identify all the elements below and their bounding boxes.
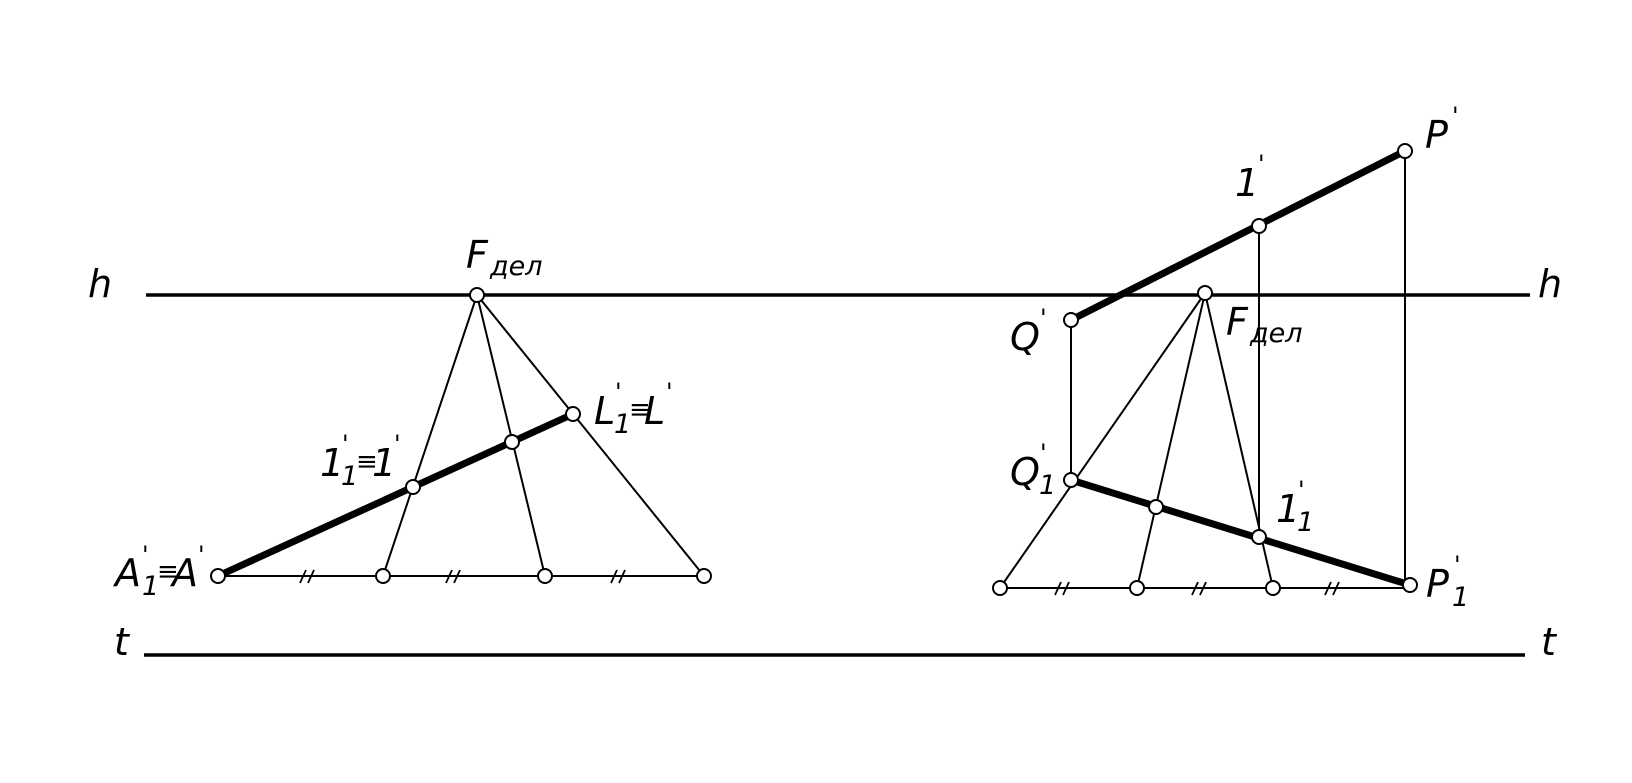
svg-text:': ' [394,430,401,458]
svg-text:': ' [1258,150,1265,178]
right-construction [999,147,1414,596]
label-F-del-right: F дел [1226,300,1303,349]
svg-text:L: L [594,389,615,433]
svg-text:1: 1 [320,441,344,485]
point-L [565,406,581,422]
svg-text:': ' [142,541,149,569]
point-mid-left [504,434,520,450]
right-tick-3 [1324,581,1340,596]
label-h-left: h [88,262,112,306]
right-ray-2 [1136,292,1206,589]
svg-text:Q: Q [1010,450,1040,494]
point-P [1397,143,1413,159]
label-h-right: h [1538,262,1562,306]
svg-text:': ' [1040,304,1047,332]
svg-text:': ' [1298,476,1305,504]
label-F-del-left: F дел [466,233,543,282]
label-t-right: t [1541,620,1558,664]
point-base-r1 [1129,580,1145,596]
point-base-3 [696,568,712,584]
svg-text:A: A [169,551,198,595]
svg-text:': ' [342,430,349,458]
point-A [210,568,226,584]
point-F-left [469,287,485,303]
point-Q [1063,312,1079,328]
svg-text:1: 1 [142,571,159,602]
left-points [210,287,712,584]
right-points [992,143,1418,596]
svg-text:': ' [198,541,205,569]
point-base-r2 [1265,580,1281,596]
label-1-prime-right: 1 ' [1235,150,1265,205]
svg-text:дел: дел [489,251,543,282]
svg-text:': ' [1452,102,1459,130]
label-A-equiv: A ' 1 ≡ A ' [112,541,205,602]
svg-text:1: 1 [614,409,631,440]
left-tick-1 [299,569,315,584]
label-Q-prime: Q ' [1010,304,1047,359]
svg-text:1: 1 [1235,161,1259,205]
label-1-equiv: 1 ' 1 ≡ 1 ' [320,430,401,492]
right-tick-2 [1191,581,1207,596]
label-L-equiv: L ' 1 ≡ L ' [594,378,673,440]
point-1-right [1251,218,1267,234]
point-mid-right [1148,499,1164,515]
left-ray-3 [476,294,705,577]
label-t-left: t [114,620,131,664]
svg-text:F: F [1226,300,1249,344]
svg-text:1: 1 [1276,487,1300,531]
svg-text:Q: Q [1010,315,1040,359]
svg-text:1: 1 [1297,507,1314,538]
svg-text:1: 1 [1039,470,1056,501]
right-segment-QP [1067,147,1409,324]
svg-text:дел: дел [1249,318,1303,349]
svg-text:≡: ≡ [157,557,179,587]
right-segment-Q1P1 [1067,476,1414,589]
point-base-1 [375,568,391,584]
left-tick-2 [445,569,461,584]
label-P1-prime: P ' 1 [1426,551,1469,613]
svg-text:A: A [112,551,141,595]
svg-text:≡: ≡ [629,395,651,425]
svg-text:1: 1 [341,461,358,492]
svg-text:P: P [1425,113,1448,157]
svg-text:': ' [615,378,622,406]
point-P1 [1402,577,1418,593]
label-1-1-prime-right: 1 ' 1 [1276,476,1314,538]
point-F-right [1197,285,1213,301]
point-Q1 [1063,472,1079,488]
svg-text:1: 1 [1452,582,1469,613]
left-ray-1 [382,294,478,577]
svg-text:L: L [644,389,665,433]
svg-text:': ' [666,378,673,406]
right-ray-1 [999,292,1206,589]
point-base-2 [537,568,553,584]
svg-text:': ' [1454,551,1461,579]
svg-text:≡: ≡ [356,447,378,477]
svg-text:1: 1 [372,441,396,485]
point-1-1-right [1251,529,1267,545]
label-P-prime: P ' [1425,102,1459,157]
point-base-r0 [992,580,1008,596]
svg-text:': ' [1040,439,1047,467]
left-tick-3 [610,569,626,584]
label-Q1-prime: Q ' 1 [1010,439,1056,501]
svg-text:F: F [466,233,489,277]
point-1-left [405,479,421,495]
right-tick-1 [1054,581,1070,596]
svg-text:P: P [1426,562,1449,606]
